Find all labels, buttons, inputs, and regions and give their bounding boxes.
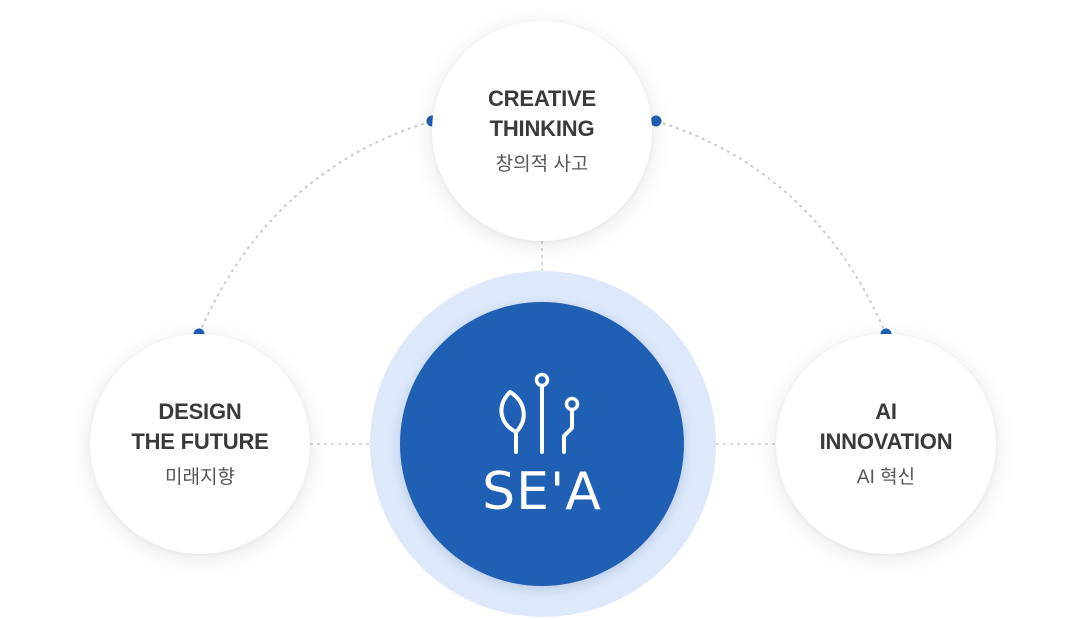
node-title-line1: DESIGN bbox=[158, 399, 242, 424]
node-subtitle: 미래지향 bbox=[165, 467, 235, 488]
node-title-line2: THINKING bbox=[489, 116, 595, 141]
node-ai-innovation: AI INNOVATION AI 혁신 bbox=[776, 334, 996, 554]
connector-dot-right-top bbox=[650, 115, 662, 127]
node-title-line2: INNOVATION bbox=[819, 429, 953, 454]
arc-creative-to-ai bbox=[655, 120, 887, 335]
node-title-line1: CREATIVE bbox=[487, 86, 596, 111]
node-creative-thinking: CREATIVE THINKING 창의적 사고 bbox=[432, 21, 652, 241]
node-title-line1: AI bbox=[875, 399, 897, 424]
logo-wordmark: SE'A bbox=[482, 462, 602, 522]
sprout-circuit-icon bbox=[499, 372, 580, 454]
node-subtitle: 창의적 사고 bbox=[495, 154, 589, 175]
node-subtitle: AI 혁신 bbox=[856, 467, 916, 488]
node-title-line2: THE FUTURE bbox=[131, 429, 269, 454]
node-design-the-future: DESIGN THE FUTURE 미래지향 bbox=[90, 334, 310, 554]
arc-design-to-creative bbox=[198, 120, 433, 335]
